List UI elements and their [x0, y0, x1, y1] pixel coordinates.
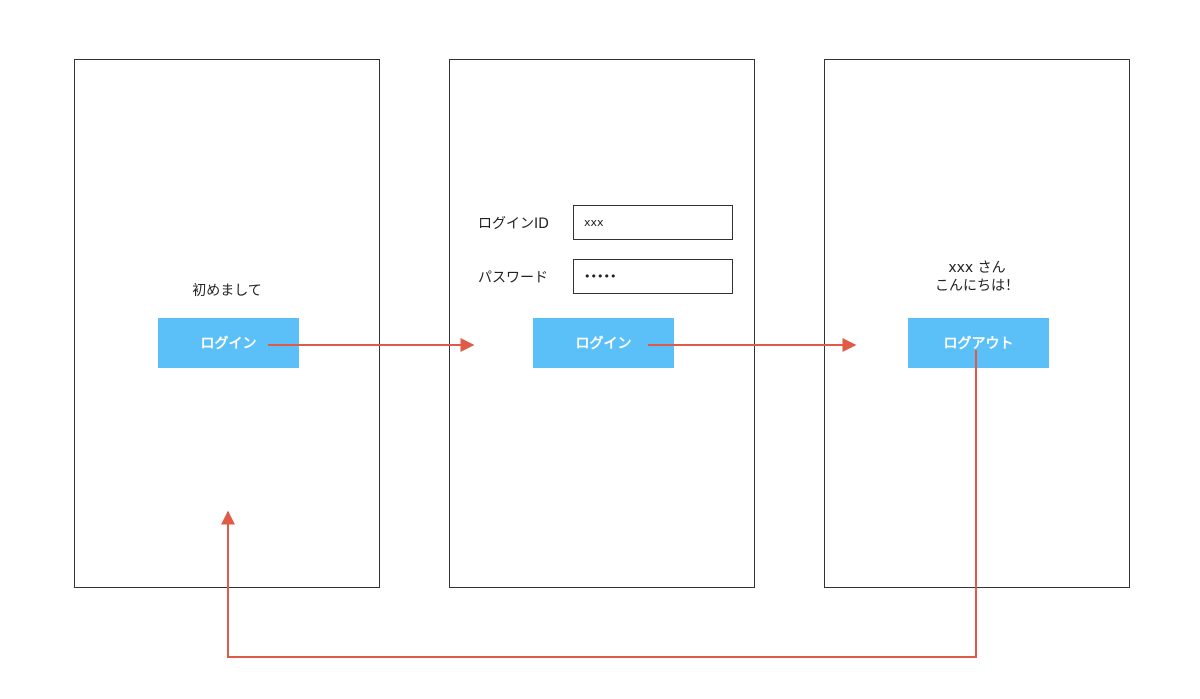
- screen-welcome: 初めまして ログイン: [74, 59, 380, 588]
- password-input[interactable]: •••••: [573, 259, 733, 294]
- screen-logged-in: xxx さん こんにちは！ ログアウト: [824, 59, 1130, 588]
- user-greeting: xxx さん こんにちは！: [825, 259, 1129, 295]
- login-button[interactable]: ログイン: [158, 318, 299, 368]
- password-label: パスワード: [478, 270, 548, 286]
- user-greeting-name: xxx さん: [948, 260, 1006, 276]
- screen-login-form: ログインID xxx パスワード ••••• ログイン: [449, 59, 755, 588]
- login-submit-button[interactable]: ログイン: [533, 318, 674, 368]
- login-id-label: ログインID: [478, 216, 549, 232]
- welcome-greeting: 初めまして: [192, 283, 262, 299]
- user-greeting-hello: こんにちは！: [935, 278, 1019, 294]
- logout-button[interactable]: ログアウト: [908, 318, 1049, 368]
- login-id-input[interactable]: xxx: [573, 205, 733, 240]
